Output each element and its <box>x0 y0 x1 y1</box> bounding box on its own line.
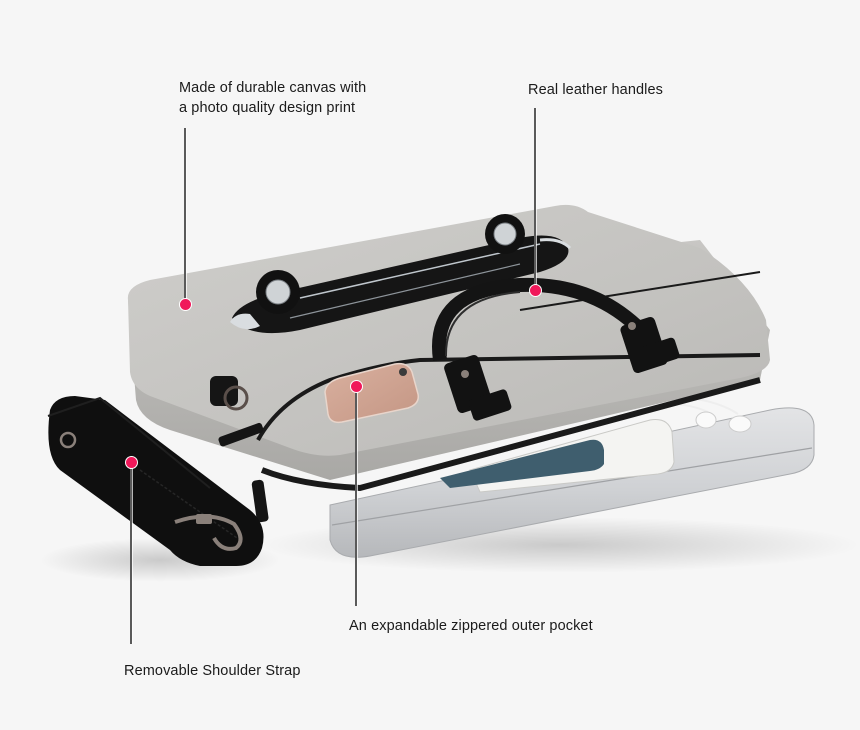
callout-pin-icon <box>124 455 138 469</box>
callout-pin-icon <box>528 283 542 297</box>
callout-label-pocket: An expandable zippered outer pocket <box>349 616 593 636</box>
callout-pin-icon <box>349 379 363 393</box>
callout-leader-line <box>534 108 536 290</box>
callout-text: a photo quality design print <box>179 100 356 116</box>
callout-leader-line <box>130 462 132 644</box>
callout-pin-icon <box>178 297 192 311</box>
callout-leader-line <box>184 128 186 304</box>
callout-label-handles: Real leather handles <box>528 80 663 100</box>
callout-text: An expandable zippered outer pocket <box>349 618 593 634</box>
callout-text: Removable Shoulder Strap <box>124 663 301 679</box>
callout-label-strap: Removable Shoulder Strap <box>124 661 301 681</box>
callout-label-canvas: Made of durable canvas with a photo qual… <box>179 78 366 118</box>
shoulder-strap <box>47 396 264 566</box>
car-print <box>230 214 572 334</box>
callout-leader-line <box>355 386 357 606</box>
phone <box>324 362 420 424</box>
callout-text: Real leather handles <box>528 82 664 98</box>
leather-handles <box>432 277 680 421</box>
callout-text: Made of durable canvas with <box>179 80 367 96</box>
